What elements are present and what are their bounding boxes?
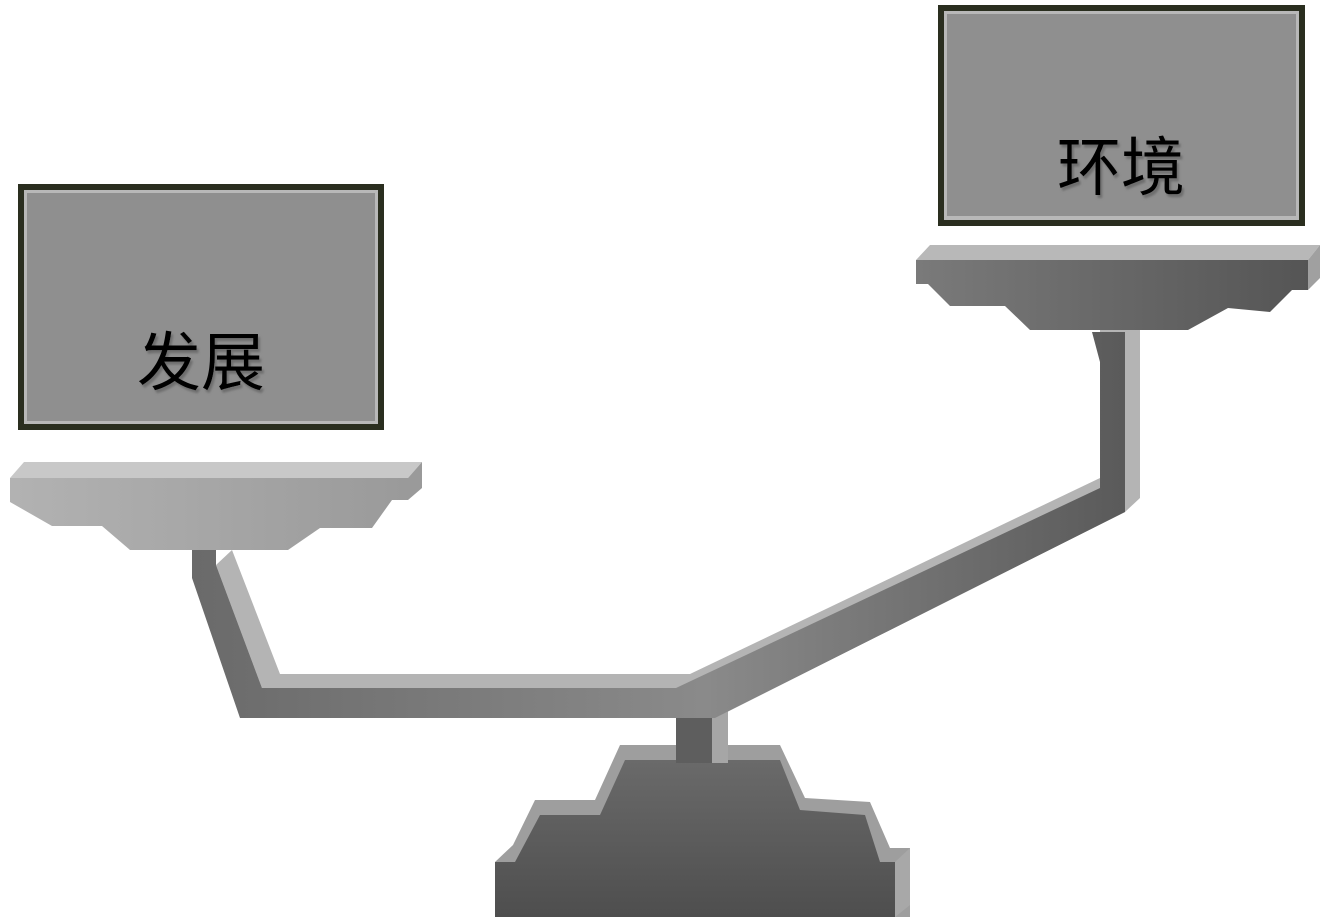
right-box-environment: 环境	[938, 5, 1305, 226]
left-box-development: 发展	[18, 184, 384, 430]
scale-base	[495, 745, 910, 917]
left-pan	[10, 462, 422, 550]
left-box-label: 发展	[137, 327, 265, 401]
right-pan	[916, 245, 1320, 330]
right-box-label: 环境	[1057, 132, 1185, 206]
scale-beam	[192, 330, 1140, 718]
